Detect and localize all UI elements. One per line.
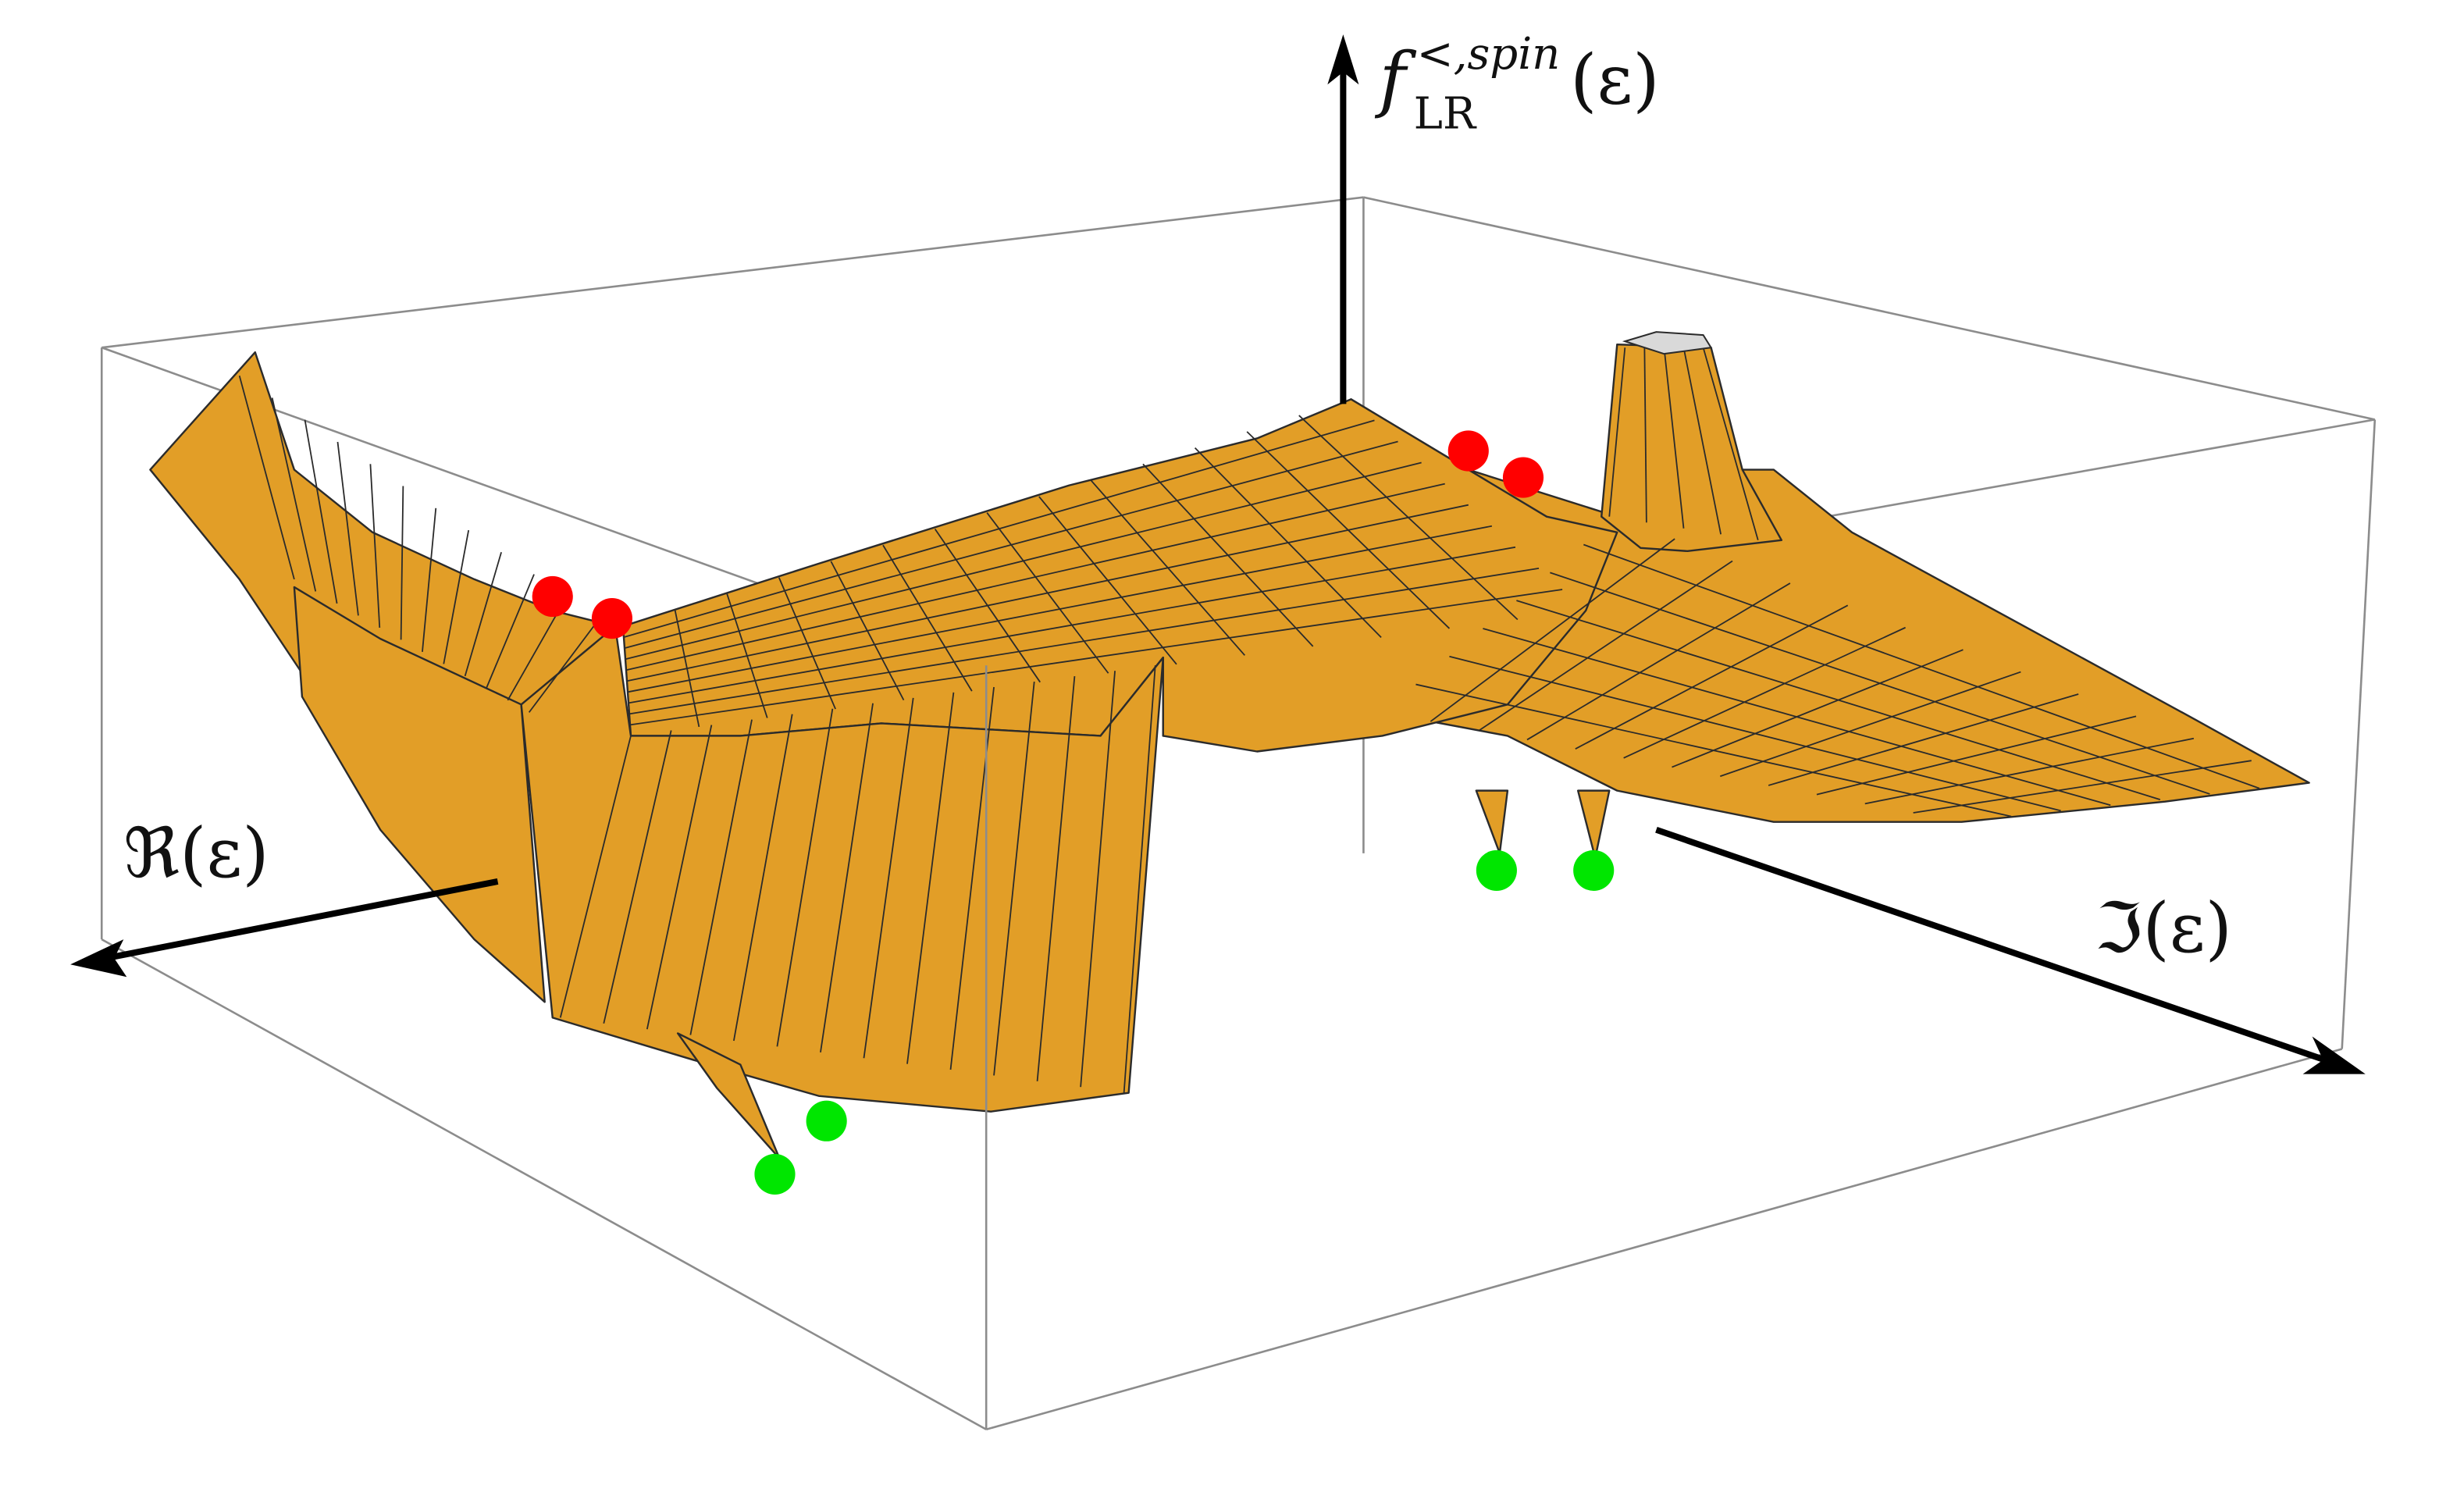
mesh-line bbox=[486, 574, 535, 689]
mesh-line bbox=[464, 552, 502, 677]
mesh-line bbox=[1483, 628, 2111, 807]
mesh-line bbox=[1672, 649, 1964, 768]
zero-marker bbox=[806, 1100, 847, 1141]
box-edge bbox=[1363, 196, 2376, 421]
mesh-line bbox=[1449, 655, 2061, 812]
mesh-line bbox=[1702, 347, 1759, 541]
mesh-line bbox=[625, 483, 1445, 671]
axes bbox=[70, 34, 2366, 1074]
z-axis-label: f <,spin LR (ε) bbox=[1374, 29, 1659, 139]
re-axis-arrowhead bbox=[70, 939, 127, 978]
surface-peak bbox=[1601, 343, 1783, 553]
z-axis-label-subscript: LR bbox=[1414, 88, 1477, 139]
mesh-line bbox=[1719, 671, 2021, 778]
surface-grid-lines bbox=[238, 347, 2260, 1093]
im-axis-label: ℑ(ε) bbox=[2095, 888, 2232, 968]
mesh-line bbox=[603, 730, 672, 1024]
mesh-line bbox=[1768, 693, 2079, 786]
mesh-line bbox=[238, 376, 295, 580]
mesh-line bbox=[1816, 715, 2137, 796]
pole-marker bbox=[1447, 430, 1489, 472]
mesh-line bbox=[627, 525, 1493, 693]
mesh-line bbox=[863, 697, 914, 1059]
box-edge bbox=[101, 938, 987, 1430]
mesh-line bbox=[336, 441, 359, 616]
mesh-line bbox=[528, 618, 600, 713]
mesh-line bbox=[1550, 572, 2210, 795]
mesh-line bbox=[1643, 347, 1647, 523]
mesh-line bbox=[400, 486, 404, 640]
mesh-line bbox=[628, 567, 1540, 715]
mesh-line bbox=[1913, 760, 2252, 814]
mesh-line bbox=[906, 692, 955, 1064]
pole-marker bbox=[591, 597, 633, 639]
box-edge bbox=[101, 196, 1364, 349]
mesh-line bbox=[1516, 600, 2161, 800]
mesh-line bbox=[1478, 560, 1733, 732]
mesh-line bbox=[422, 508, 437, 652]
mesh-line bbox=[369, 464, 381, 628]
mesh-line bbox=[820, 703, 874, 1052]
z-axis-label-argument: (ε) bbox=[1570, 39, 1660, 119]
z-axis-arrowhead bbox=[1327, 34, 1359, 85]
z-axis-label-base: f bbox=[1374, 36, 1416, 120]
mesh-line bbox=[776, 708, 834, 1047]
mesh-line bbox=[1663, 347, 1685, 529]
mesh-line bbox=[1526, 582, 1791, 741]
mesh-line bbox=[1608, 347, 1626, 517]
im-axis bbox=[1655, 826, 2330, 1065]
mesh-line bbox=[623, 419, 1375, 638]
mesh-line bbox=[629, 589, 1563, 726]
mesh-line bbox=[1080, 671, 1116, 1088]
im-axis-arrowhead bbox=[2302, 1036, 2366, 1074]
mesh-line bbox=[559, 735, 632, 1018]
mesh-line bbox=[624, 440, 1398, 650]
zero-marker bbox=[754, 1153, 796, 1195]
surface-left-face bbox=[293, 586, 546, 1003]
mesh-line bbox=[1864, 737, 2195, 805]
box-edge bbox=[2341, 419, 2377, 1049]
mesh-line bbox=[1682, 347, 1722, 535]
box-edge bbox=[985, 1048, 2343, 1431]
mesh-line bbox=[1430, 538, 1675, 722]
mesh-line bbox=[1415, 683, 2012, 817]
pole-marker bbox=[532, 575, 573, 618]
re-axis bbox=[105, 878, 499, 962]
mesh-line bbox=[304, 419, 338, 604]
mesh-line bbox=[1123, 665, 1156, 1093]
mesh-line bbox=[689, 719, 753, 1035]
mesh-line bbox=[732, 714, 793, 1042]
mesh-line bbox=[646, 725, 713, 1030]
pole-marker bbox=[1502, 457, 1544, 498]
z-axis-label-superscript: <,spin bbox=[1417, 29, 1561, 80]
surface-spike bbox=[1576, 789, 1611, 860]
markers bbox=[532, 430, 1615, 1195]
mesh-line bbox=[628, 546, 1516, 704]
surface-spike bbox=[1475, 789, 1509, 855]
peak-cap bbox=[1622, 331, 1713, 355]
bounding-box-front bbox=[100, 347, 2377, 1431]
mesh-line bbox=[1623, 626, 1906, 759]
mesh-line bbox=[443, 529, 470, 664]
zero-marker bbox=[1476, 849, 1517, 891]
zero-marker bbox=[1573, 849, 1615, 891]
mesh-line bbox=[1583, 543, 2260, 789]
re-axis-label: ℜ(ε) bbox=[123, 813, 269, 893]
mesh-line bbox=[1036, 676, 1076, 1081]
mesh-line bbox=[1575, 604, 1849, 750]
mesh-line bbox=[271, 397, 317, 592]
surface-mesh bbox=[149, 343, 2310, 1160]
mesh-line bbox=[626, 504, 1469, 682]
mesh-line bbox=[625, 461, 1422, 661]
mesh-line bbox=[993, 681, 1035, 1076]
